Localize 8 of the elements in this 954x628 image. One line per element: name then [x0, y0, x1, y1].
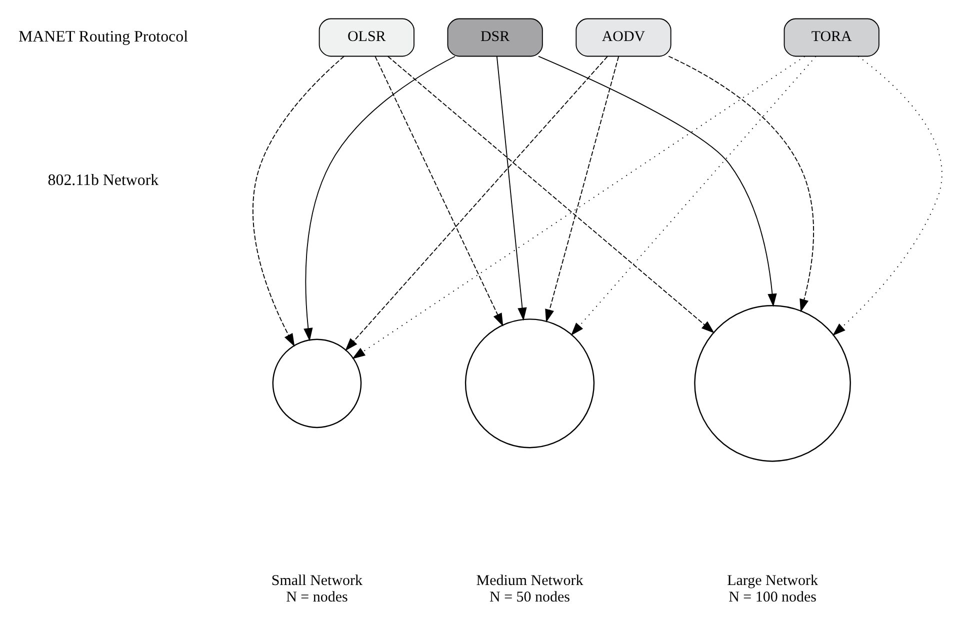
node-label: N = 50 nodes	[490, 589, 570, 606]
node-label: N = 100 nodes	[728, 589, 817, 606]
node-label: Medium Network	[476, 572, 584, 588]
node-label: N = nodes	[286, 589, 348, 606]
label: MANET Routing Protocol	[18, 28, 188, 45]
label: 802.11b Network	[48, 171, 159, 188]
node-label: Large Network	[727, 572, 818, 588]
node-label: Small Network	[271, 572, 363, 588]
